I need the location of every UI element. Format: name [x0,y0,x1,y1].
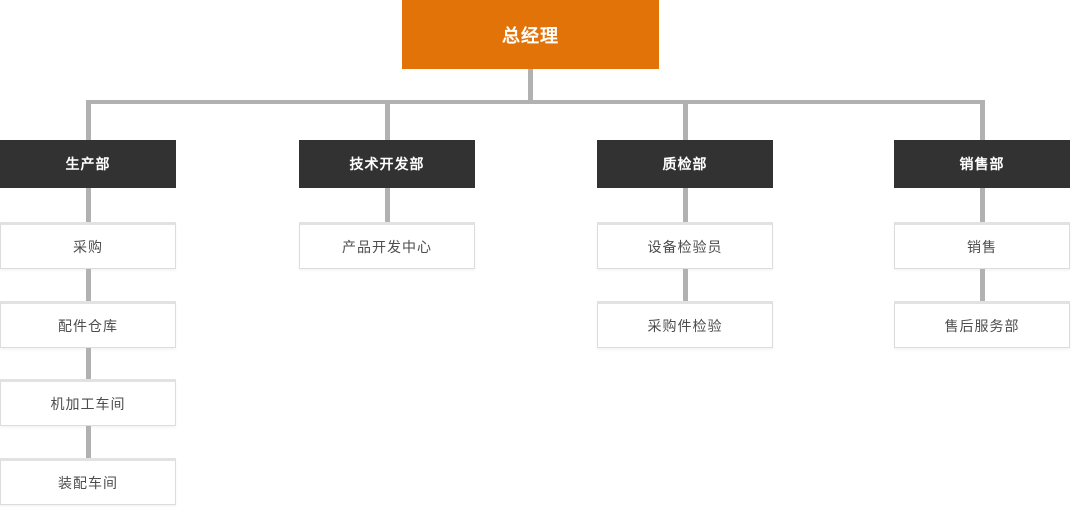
org-node-unit-label: 售后服务部 [944,317,1020,334]
connector-line [85,100,91,140]
org-node-unit: 产品开发中心 [299,222,475,269]
org-node-department: 质检部 [597,140,773,188]
org-node-root-label: 总经理 [502,25,559,46]
org-node-unit: 采购 [0,222,176,269]
connector-line [682,269,688,301]
org-node-department: 生产部 [0,140,176,188]
connector-line [682,188,688,222]
org-node-unit-label: 采购件检验 [647,317,723,334]
org-node-unit-label: 销售 [967,238,997,255]
org-node-unit: 设备检验员 [597,222,773,269]
org-node-department-label: 质检部 [662,156,708,172]
org-node-unit: 机加工车间 [0,379,176,426]
org-node-department-label: 技术开发部 [349,156,425,172]
connector-line [682,100,688,140]
org-node-unit: 配件仓库 [0,301,176,348]
connector-line [85,269,91,301]
org-node-department: 销售部 [894,140,1070,188]
connector-line [979,100,985,140]
connector-line [979,188,985,222]
org-node-unit-label: 配件仓库 [58,317,118,334]
org-node-unit-label: 产品开发中心 [342,238,432,255]
org-node-unit: 采购件检验 [597,301,773,348]
connector-line [384,100,390,140]
connector-line [85,348,91,379]
org-node-department-label: 销售部 [959,156,1005,172]
connector-line [384,188,390,222]
org-node-unit: 销售 [894,222,1070,269]
org-node-unit-label: 机加工车间 [50,395,126,412]
org-node-unit-label: 采购 [73,238,103,255]
org-node-unit: 售后服务部 [894,301,1070,348]
org-node-department-label: 生产部 [65,156,111,172]
org-node-unit: 装配车间 [0,458,176,505]
connector-line [528,69,533,104]
org-node-department: 技术开发部 [299,140,475,188]
org-node-unit-label: 装配车间 [58,474,118,491]
org-node-unit-label: 设备检验员 [647,238,723,255]
connector-line [85,426,91,458]
connector-line [979,269,985,301]
org-node-root: 总经理 [402,0,659,69]
connector-line [85,188,91,222]
connector-line [85,100,985,104]
